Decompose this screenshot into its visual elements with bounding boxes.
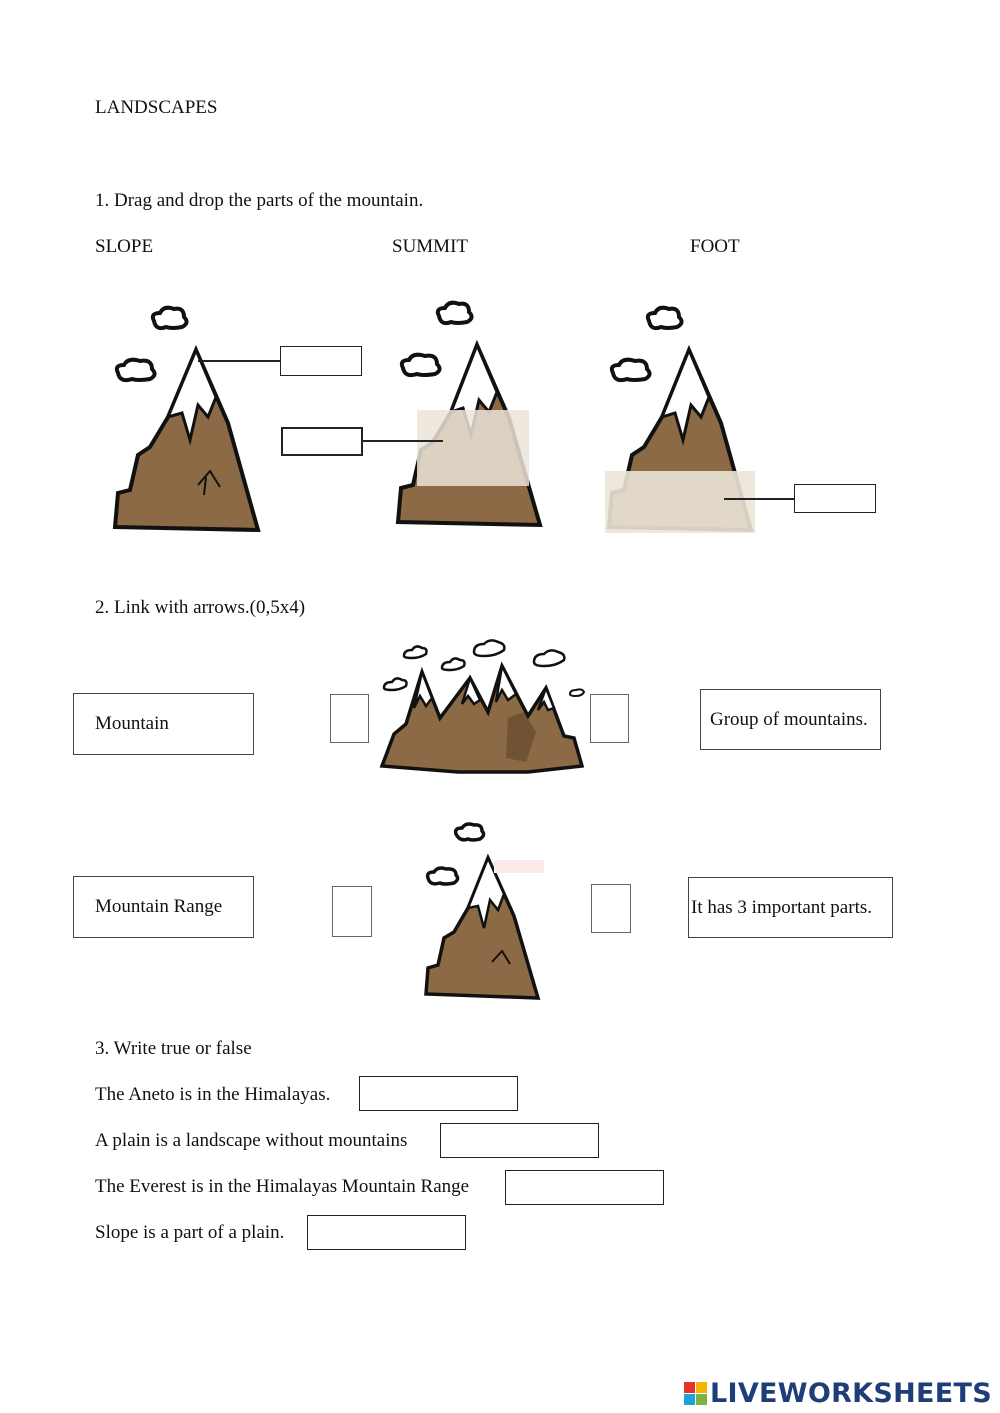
- section3-heading: 3. Write true or false: [95, 1038, 252, 1059]
- right-item-three-parts[interactable]: It has 3 important parts.: [688, 877, 893, 938]
- link-box-right-1[interactable]: [590, 694, 629, 743]
- statement-2: A plain is a landscape without mountains: [95, 1130, 408, 1151]
- statement-4: Slope is a part of a plain.: [95, 1222, 285, 1243]
- drop-box-slope[interactable]: [281, 427, 363, 456]
- left-item-mountain[interactable]: Mountain: [73, 693, 254, 755]
- answer-input-3[interactable]: [505, 1170, 664, 1205]
- pointer-line: [198, 360, 280, 362]
- right-item-label: Group of mountains.: [710, 708, 868, 730]
- mountain-image-foot: [605, 305, 755, 533]
- word-slope[interactable]: SLOPE: [95, 236, 154, 257]
- statement-3: The Everest is in the Himalayas Mountain…: [95, 1176, 470, 1197]
- pointer-line: [363, 440, 443, 442]
- drop-box-foot[interactable]: [794, 484, 876, 513]
- left-item-label: Mountain Range: [95, 896, 223, 917]
- mountain-range-image: [379, 639, 586, 774]
- answer-input-1[interactable]: [359, 1076, 518, 1111]
- word-summit[interactable]: SUMMIT: [392, 236, 469, 257]
- section2-heading: 2. Link with arrows.(0,5x4): [95, 597, 306, 618]
- link-box-left-2[interactable]: [332, 886, 372, 937]
- page-title: LANDSCAPES: [95, 97, 218, 118]
- right-item-group-of-mountains[interactable]: Group of mountains.: [700, 689, 881, 750]
- link-box-left-1[interactable]: [330, 694, 369, 743]
- word-foot[interactable]: FOOT: [690, 236, 740, 257]
- mountain-image-single: [424, 822, 544, 1000]
- liveworksheets-logo: LIVEWORKSHEETS: [683, 1378, 992, 1409]
- answer-input-4[interactable]: [307, 1215, 466, 1250]
- answer-input-2[interactable]: [440, 1123, 599, 1158]
- section1-heading: 1. Drag and drop the parts of the mounta…: [95, 190, 424, 211]
- right-item-label: It has 3 important parts.: [691, 896, 872, 918]
- left-item-mountain-range[interactable]: Mountain Range: [73, 876, 254, 938]
- drop-box-summit[interactable]: [280, 346, 362, 376]
- left-item-label: Mountain: [95, 713, 169, 734]
- brand-name: LIVEWORKSHEETS: [709, 1378, 992, 1409]
- mountain-image-summit: [112, 305, 261, 533]
- link-box-right-2[interactable]: [591, 884, 631, 933]
- pointer-line: [724, 498, 794, 500]
- brand-logo-icon: [683, 1382, 707, 1405]
- mountain-image-slope: [395, 300, 543, 528]
- statement-1: The Aneto is in the Himalayas.: [95, 1084, 331, 1105]
